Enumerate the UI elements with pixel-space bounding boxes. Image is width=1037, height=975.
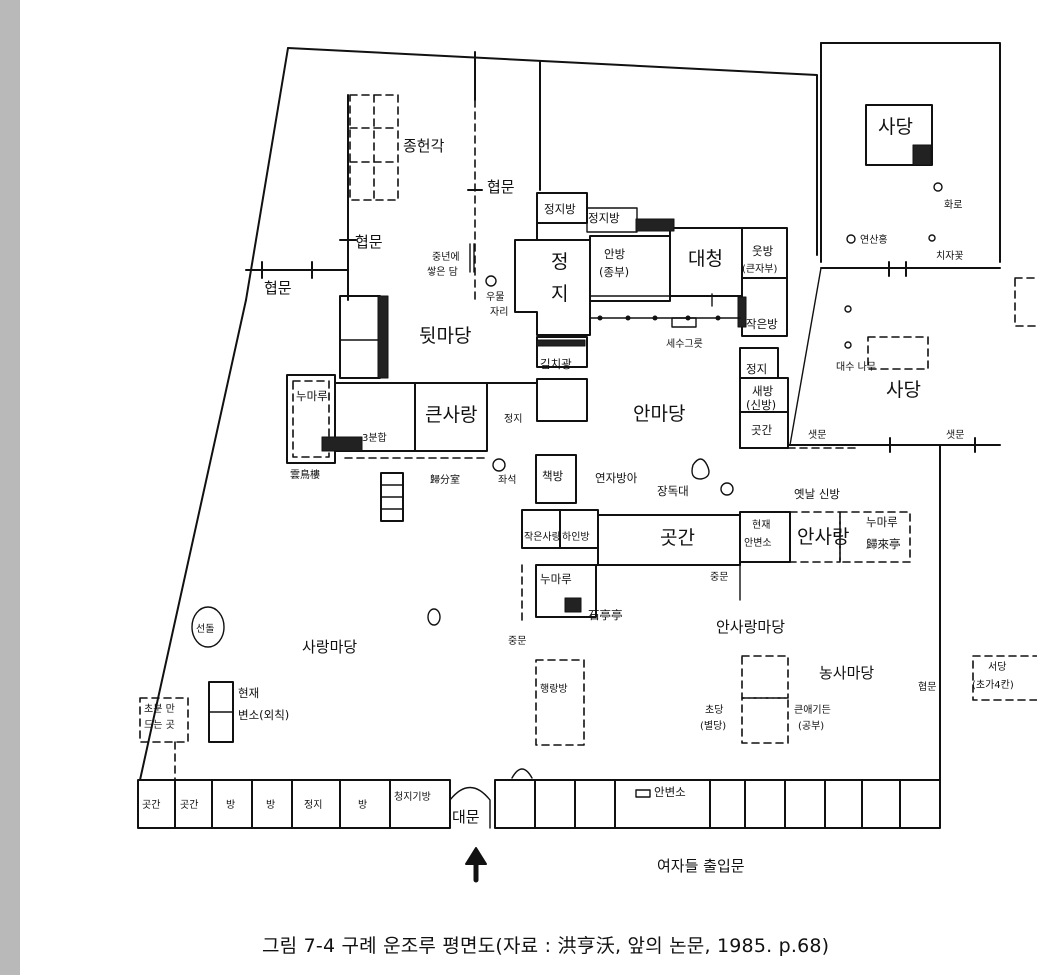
label-choga4kan: (초가4칸): [972, 679, 1014, 691]
label-chodang: 초당: [705, 704, 723, 716]
lower-courtyard: [139, 606, 1037, 781]
label-jungnyeon: 중년에: [432, 251, 460, 263]
shrine-compound: [787, 104, 1037, 453]
label-saebang: 새방: [752, 384, 774, 398]
label-numaru-left: 누마루: [296, 389, 328, 403]
scan-margin-bar: [0, 0, 20, 975]
label-jeong: 정: [551, 251, 568, 273]
label-anbyeonso-bottom: 안변소: [654, 785, 686, 799]
label-chaekbang: 책방: [542, 469, 564, 483]
label-yeojadeul: 여자들 출입문: [657, 857, 745, 875]
label-anbang: 안방: [604, 247, 626, 261]
label-hyeopmun-upper: 협문: [487, 178, 515, 196]
property-boundary: [139, 42, 1001, 781]
label-sesugeurut: 세수그릇: [666, 338, 703, 350]
label-sarangmadang: 사랑마당: [302, 638, 357, 656]
label-sinbang: (신방): [746, 398, 776, 412]
label-unjoru-hanja: 雲鳥樓: [290, 468, 320, 481]
label-bang-b1: 방: [226, 799, 235, 811]
label-jeongji-mid: 정지: [504, 413, 522, 425]
label-hyeopmun-lower: 협문: [918, 680, 936, 693]
label-choben-1: 초분 만: [144, 703, 175, 715]
label-numaru-right: 누마루: [866, 515, 898, 529]
label-ansarangmadang: 안사랑마당: [716, 618, 785, 636]
label-utbang: 웃방: [752, 244, 774, 258]
label-jonghyeongak: 종헌각: [403, 137, 445, 155]
label-hyeonjae-byeonso: 현재: [238, 686, 259, 700]
label-hyeonjae: 현재: [752, 519, 770, 531]
label-ansarang: 안사랑: [797, 526, 849, 548]
label-bang-b2: 방: [266, 799, 275, 811]
middle-wing: [521, 447, 911, 621]
label-jageunsarang: 작은사랑: [524, 531, 561, 543]
label-jangdokdae: 장독대: [657, 484, 689, 498]
label-byeonso-oechik: 변소(외칙): [238, 708, 289, 722]
label-jeongjibang-2: 정지방: [588, 211, 620, 225]
sarangchae: [286, 295, 538, 522]
label-jari: 자리: [490, 306, 508, 318]
label-jeongjibang-1: 정지방: [544, 202, 576, 216]
label-keunsarang: 큰사랑: [425, 404, 477, 426]
jonghyeongak-area: [245, 51, 541, 301]
label-byeoldang: (별당): [700, 720, 726, 732]
label-seondol: 선돌: [196, 623, 214, 635]
label-daemun: 대문: [452, 808, 480, 826]
label-anmadang: 안마당: [633, 403, 685, 425]
label-hyeopmun-far-left: 협문: [264, 279, 292, 297]
label-yeonsanhong: 연산홍: [860, 233, 888, 246]
label-daecheong: 대청: [688, 248, 723, 270]
main-house: [589, 218, 789, 449]
label-jwaseok: 좌석: [498, 474, 516, 486]
label-jungmun-1: 중문: [710, 571, 728, 583]
room-labels: 종헌각 협문 협문 협문 협문 사당 사당 화로 연산홍 치자꽃 대수 나무 샛…: [142, 116, 1014, 875]
label-bang-b3: 방: [358, 799, 367, 811]
label-dwitmadang: 뒷마당: [419, 325, 471, 347]
label-sambunhap: 3분합: [362, 432, 387, 444]
label-keunaegideun: 큰애기든: [794, 704, 831, 716]
label-yeonjabanga: 연자방아: [595, 471, 638, 485]
label-choben-2: 드는 곳: [144, 719, 175, 731]
label-ji: 지: [551, 283, 568, 305]
label-jeongji-b: 정지: [304, 799, 322, 811]
label-jeongjibang-b: 청지기방: [394, 791, 431, 803]
label-saengmun-left: 샛문: [808, 429, 826, 441]
label-keunjabu: (큰자부): [742, 263, 778, 275]
label-seodang: 서당: [988, 661, 1006, 673]
label-haengrangbang: 행랑방: [540, 683, 568, 695]
entrance-arrow-icon: [465, 847, 487, 883]
label-hyeopmun-left: 협문: [355, 233, 383, 251]
label-jeongji-small: 정지: [746, 362, 767, 376]
label-gotgan-small: 곳간: [751, 423, 773, 437]
label-yennal-sinbang: 옛날 신방: [794, 487, 840, 501]
label-shrine-mid: 사당: [886, 379, 921, 401]
label-hainbang: 하인방: [562, 530, 590, 543]
label-nongsamadang: 농사마당: [819, 664, 874, 682]
label-gotgan-b1: 곳간: [142, 799, 160, 811]
label-chijakkot: 치자꽃: [936, 250, 964, 262]
label-umul: 우물: [486, 291, 504, 303]
label-jongbu: (종부): [599, 265, 629, 279]
figure-caption: 그림 7-4 구례 운조루 평면도(자료 : 洪亨沃, 앞의 논문, 1985.…: [262, 935, 830, 957]
label-daesu-namu: 대수 나무: [836, 361, 876, 373]
label-gotgan-b2: 곳간: [180, 799, 198, 811]
label-saengmun-right: 샛문: [946, 429, 964, 441]
label-anbyeonso: 안변소: [744, 537, 772, 549]
gate-row: [137, 768, 941, 829]
kitchen-block: [514, 192, 638, 422]
label-gongbu: (공부): [798, 720, 824, 732]
label-gwiraejeong: 歸來亭: [866, 537, 901, 551]
label-jageunbang: 작은방: [746, 317, 778, 331]
label-numaru-mid: 누마루: [540, 572, 572, 586]
label-jungmun-2: 중문: [508, 635, 526, 647]
label-ssaheun-dam: 쌓은 담: [427, 266, 458, 278]
label-gwibunsil: 歸分室: [430, 473, 460, 486]
label-hwaro: 화로: [944, 199, 962, 211]
floor-plan-diagram: 종헌각 협문 협문 협문 협문 사당 사당 화로 연산홍 치자꽃 대수 나무 샛…: [137, 42, 1037, 883]
label-gotgan-big: 곳간: [660, 527, 695, 549]
label-seokjeongjeong: 石亭亭: [588, 608, 623, 622]
label-gimchigwang: 김치광: [540, 357, 572, 371]
label-shrine-top: 사당: [878, 116, 913, 138]
